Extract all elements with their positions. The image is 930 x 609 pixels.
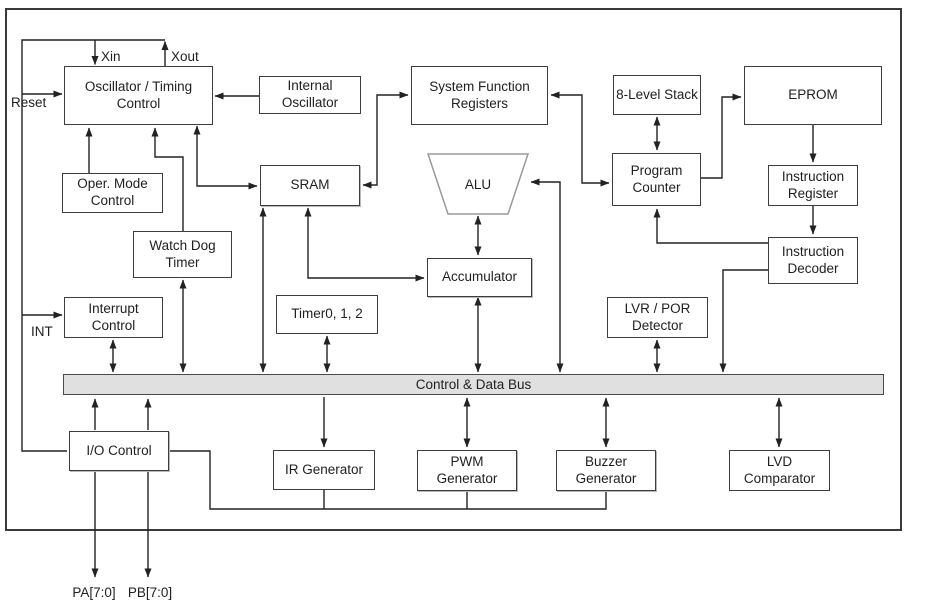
block-label: SRAM bbox=[290, 177, 330, 193]
alu-shape bbox=[426, 153, 530, 215]
block-accumulator: Accumulator bbox=[427, 258, 532, 297]
block-label: LVR / POR Detector bbox=[624, 300, 691, 333]
block-oper-mode-control: Oper. Mode Control bbox=[62, 173, 163, 213]
line-osc-sram bbox=[193, 125, 258, 190]
block-label: Buzzer Generator bbox=[575, 453, 637, 486]
line-sram-accumulator bbox=[304, 207, 425, 282]
block-label: Internal Oscillator bbox=[281, 78, 339, 110]
line-bus-alu bbox=[530, 178, 564, 373]
line-io-route bbox=[169, 450, 607, 510]
block-label: Oscillator / Timing Control bbox=[84, 78, 193, 111]
block-label: ALU bbox=[464, 176, 492, 192]
block-lvd-comparator: LVD Comparator bbox=[729, 450, 830, 491]
pin-label-xout: Xout bbox=[171, 49, 199, 64]
block-eprom: EPROM bbox=[744, 66, 882, 125]
line-sfr-pc bbox=[550, 91, 610, 187]
bus-label: Control & Data Bus bbox=[415, 377, 532, 392]
block-8-level-stack: 8-Level Stack bbox=[613, 75, 701, 115]
block-internal-oscillator: Internal Oscillator bbox=[259, 76, 361, 114]
control-data-bus: Control & Data Bus bbox=[63, 374, 884, 395]
block-label: EPROM bbox=[788, 87, 838, 103]
line-wdt-to-osc bbox=[151, 127, 184, 231]
line-sram-sfr bbox=[362, 91, 409, 189]
block-label: PWM Generator bbox=[436, 453, 498, 486]
block-instruction-decoder: Instruction Decoder bbox=[768, 237, 858, 284]
pin-label-reset: Reset bbox=[11, 95, 47, 110]
block-pwm-generator: PWM Generator bbox=[417, 450, 517, 491]
line-decoder-pc bbox=[653, 208, 768, 244]
block-label: Watch Dog Timer bbox=[149, 237, 216, 270]
block-io-control: I/O Control bbox=[69, 431, 169, 471]
block-buzzer-generator: Buzzer Generator bbox=[556, 450, 656, 491]
line-left-rail bbox=[21, 39, 165, 452]
block-label: Interrupt Control bbox=[88, 300, 139, 333]
block-label: System Function Registers bbox=[429, 78, 530, 111]
block-lvr-por-detector: LVR / POR Detector bbox=[607, 297, 708, 338]
block-label: 8-Level Stack bbox=[616, 86, 698, 102]
line-pc-eprom bbox=[701, 93, 742, 179]
block-label: Oper. Mode Control bbox=[77, 176, 148, 208]
block-label: Program Counter bbox=[630, 162, 683, 195]
pin-label-xin: Xin bbox=[101, 49, 121, 64]
block-watch-dog-timer: Watch Dog Timer bbox=[133, 231, 232, 278]
pin-label-pb: PB[7:0] bbox=[127, 585, 173, 600]
block-label: Instruction Decoder bbox=[781, 243, 845, 276]
pin-label-int: INT bbox=[31, 324, 53, 339]
block-instruction-register: Instruction Register bbox=[768, 165, 858, 206]
block-label: I/O Control bbox=[86, 442, 152, 458]
block-program-counter: Program Counter bbox=[612, 153, 701, 206]
block-system-function-registers: System Function Registers bbox=[411, 66, 548, 125]
block-timer-0-1-2: Timer0, 1, 2 bbox=[276, 295, 378, 334]
pin-label-pa: PA[7:0] bbox=[72, 585, 116, 600]
block-label: IR Generator bbox=[284, 461, 364, 477]
block-alu: ALU bbox=[428, 154, 528, 214]
block-interrupt-control: Interrupt Control bbox=[64, 297, 163, 338]
block-label: Accumulator bbox=[441, 269, 518, 285]
line-decoder-bus bbox=[719, 269, 768, 373]
block-ir-generator: IR Generator bbox=[273, 450, 375, 490]
block-label: Instruction Register bbox=[781, 168, 845, 201]
block-label: LVD Comparator bbox=[743, 453, 816, 486]
block-oscillator-timing-control: Oscillator / Timing Control bbox=[64, 66, 213, 125]
diagram-outer-frame bbox=[5, 8, 902, 531]
block-sram: SRAM bbox=[260, 165, 360, 206]
block-label: Timer0, 1, 2 bbox=[291, 306, 363, 322]
